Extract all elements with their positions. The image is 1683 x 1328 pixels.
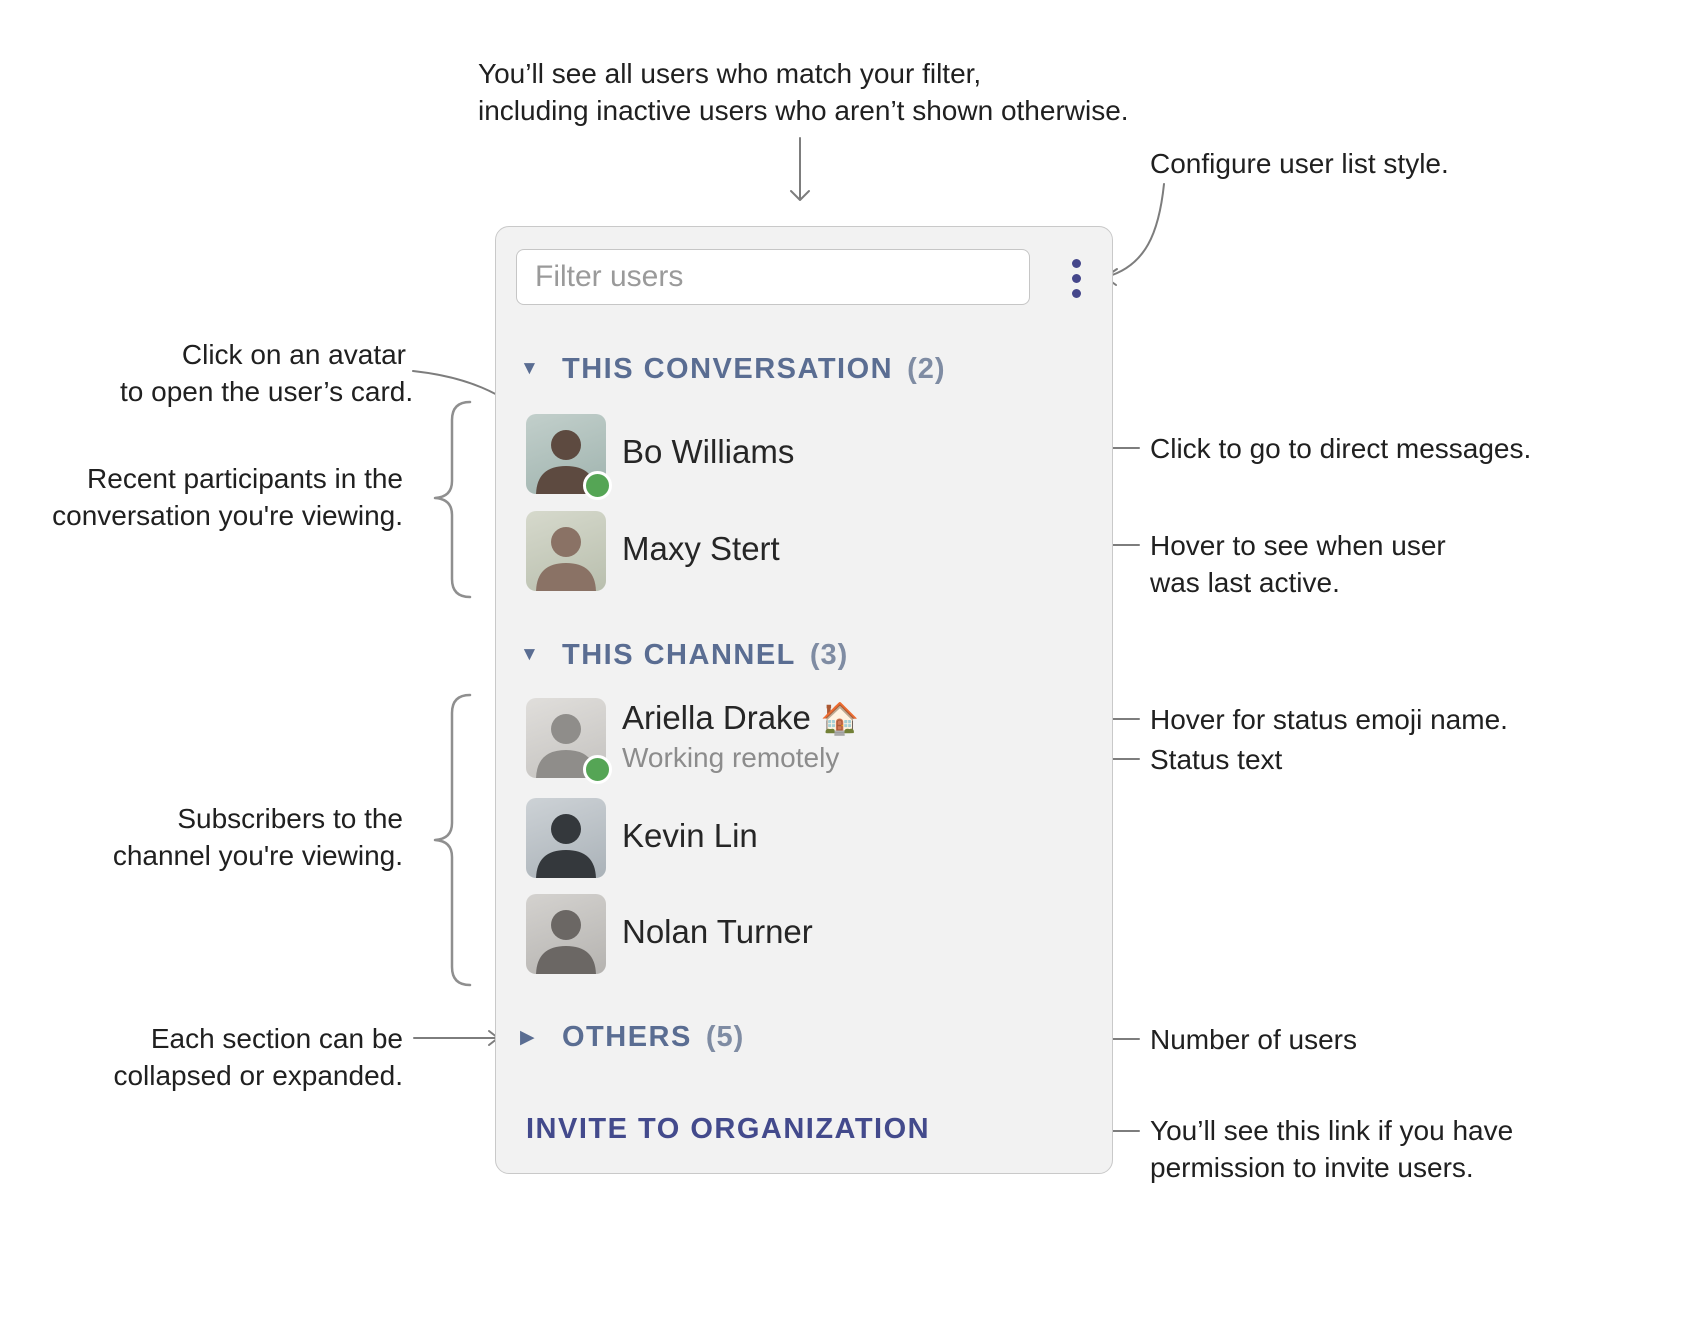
annotation-subscribers: Subscribers to the channel you're viewin…	[105, 800, 403, 874]
connector-configure	[1104, 183, 1165, 286]
annotation-collapse: Each section can be collapsed or expande…	[113, 1020, 403, 1094]
invite-to-organization-link[interactable]: INVITE TO ORGANIZATION	[526, 1113, 931, 1145]
triangle-down-icon: ▼	[520, 358, 539, 379]
filter-users-input[interactable]	[516, 249, 1030, 305]
annotation-line: Hover to see when user	[1150, 530, 1446, 561]
annotation-line: permission to invite users.	[1150, 1152, 1474, 1183]
brace-subscribers	[433, 693, 472, 987]
annotation-configure: Configure user list style.	[1150, 145, 1449, 182]
annotation-avatar-click: Click on an avatar to open the user’s ca…	[120, 336, 414, 410]
section-label: THIS CHANNEL	[562, 638, 796, 671]
annotation-line: Status text	[1150, 744, 1283, 775]
annotation-user-count: Number of users	[1150, 1021, 1357, 1058]
section-count: (5)	[705, 1020, 745, 1053]
presence-online-icon	[583, 471, 612, 500]
status-emoji-house-icon[interactable]: 🏠	[820, 701, 860, 736]
annotation-line: was last active.	[1150, 567, 1340, 598]
user-name-bo-williams[interactable]: Bo Williams	[622, 433, 795, 470]
section-header-others[interactable]: ▶ OTHERS (5)	[520, 1017, 744, 1057]
person-silhouette-icon	[536, 910, 596, 974]
annotation-line: including inactive users who aren’t show…	[478, 95, 1129, 126]
annotation-line: Recent participants in the	[87, 463, 403, 494]
avatar-ariella-drake[interactable]	[526, 698, 612, 784]
vertical-ellipsis-icon	[1071, 258, 1081, 268]
connector-collapse	[413, 1030, 499, 1046]
annotation-line: Configure user list style.	[1150, 148, 1449, 179]
section-count: (3)	[809, 638, 849, 671]
annotation-line: to open the user’s card.	[120, 376, 414, 407]
annotation-emoji-name: Hover for status emoji name.	[1150, 701, 1508, 738]
section-label: THIS CONVERSATION	[562, 352, 894, 385]
avatar-kevin-lin[interactable]	[526, 798, 606, 878]
status-text-ariella: Working remotely	[622, 742, 840, 773]
annotation-invite: You’ll see this link if you have permiss…	[1150, 1112, 1513, 1186]
annotation-line: Each section can be	[150, 1023, 403, 1054]
user-name-kevin-lin[interactable]: Kevin Lin	[622, 817, 758, 854]
avatar-maxy-stert[interactable]	[526, 511, 606, 591]
annotation-line: Number of users	[1150, 1024, 1357, 1055]
person-silhouette-icon	[536, 527, 596, 591]
avatar-bo-williams[interactable]	[526, 414, 612, 500]
annotation-line: conversation you're viewing.	[52, 500, 403, 531]
user-list-menu-button[interactable]	[1052, 251, 1100, 305]
vertical-ellipsis-icon	[1071, 273, 1081, 283]
avatar-nolan-turner[interactable]	[526, 894, 606, 974]
annotation-last-active: Hover to see when user was last active.	[1150, 527, 1446, 601]
person-silhouette-icon	[536, 814, 596, 878]
connector-filter-note	[790, 137, 810, 201]
user-list-panel: ▼ THIS CONVERSATION (2) Bo Williams Maxy…	[495, 226, 1113, 1174]
section-header-this-conversation[interactable]: ▼ THIS CONVERSATION (2)	[520, 349, 946, 389]
annotation-line: channel you're viewing.	[112, 840, 403, 871]
annotation-line: You’ll see this link if you have	[1150, 1115, 1514, 1146]
person-silhouette-icon	[536, 714, 596, 778]
user-name-ariella-drake[interactable]: Ariella Drake 🏠	[622, 696, 860, 741]
user-name-maxy-stert[interactable]: Maxy Stert	[622, 530, 780, 567]
annotation-status-text: Status text	[1150, 741, 1282, 778]
annotation-recent-participants: Recent participants in the conversation …	[45, 460, 403, 534]
user-name-nolan-turner[interactable]: Nolan Turner	[622, 913, 813, 950]
annotation-line: collapsed or expanded.	[113, 1060, 403, 1091]
vertical-ellipsis-icon	[1071, 288, 1081, 298]
annotation-line: You’ll see all users who match your filt…	[478, 58, 982, 89]
annotation-direct-messages: Click to go to direct messages.	[1150, 430, 1531, 467]
brace-recent-participants	[433, 400, 472, 599]
section-header-this-channel[interactable]: ▼ THIS CHANNEL (3)	[520, 635, 848, 675]
person-silhouette-icon	[536, 430, 596, 494]
triangle-right-icon: ▶	[520, 1026, 535, 1048]
annotation-line: Click on an avatar	[181, 339, 406, 370]
section-count: (2)	[907, 352, 946, 385]
triangle-down-icon: ▼	[520, 644, 539, 665]
annotation-line: Subscribers to the	[177, 803, 403, 834]
annotation-line: Hover for status emoji name.	[1150, 704, 1508, 735]
annotation-line: Click to go to direct messages.	[1150, 433, 1532, 464]
annotation-filter-note: You’ll see all users who match your filt…	[478, 55, 1129, 129]
user-name-text: Ariella Drake	[622, 699, 811, 736]
presence-online-icon	[583, 755, 612, 784]
section-label: OTHERS	[562, 1020, 692, 1053]
